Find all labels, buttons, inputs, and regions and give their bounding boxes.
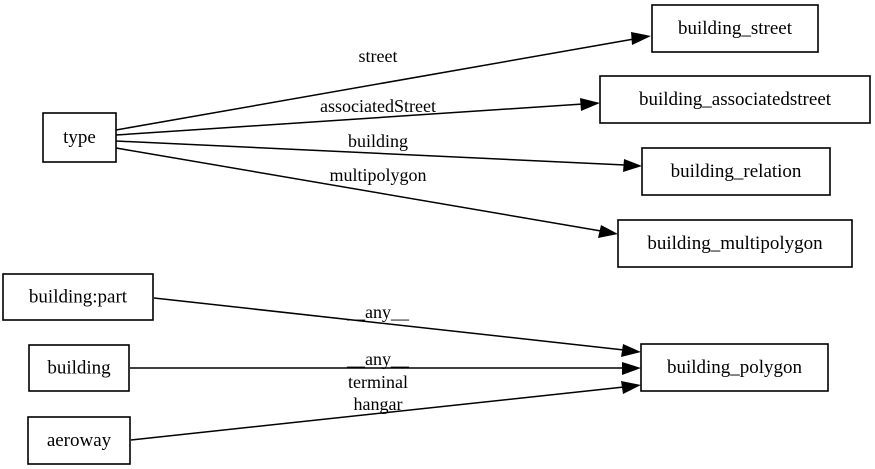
- edge-line: [153, 297, 625, 351]
- edge-line: [130, 386, 625, 441]
- edge-label-multipolygon: multipolygon: [329, 165, 426, 185]
- node-box: [641, 147, 831, 196]
- edge-label-any-building: __any__: [346, 349, 410, 369]
- node-label: building_relation: [671, 161, 802, 182]
- edge-building-building_polygon[interactable]: [130, 362, 641, 375]
- node-building_polygon[interactable]: building_polygon: [640, 343, 829, 392]
- edge-type-building_street[interactable]: [115, 32, 651, 131]
- edge-building_part-building_polygon[interactable]: [153, 297, 641, 357]
- node-label: building: [47, 357, 111, 378]
- edge-type-building_multipolygon[interactable]: [115, 147, 618, 238]
- arrow-head: [621, 381, 641, 394]
- node-box: [640, 343, 829, 392]
- node-building_multipolygon[interactable]: building_multipolygon: [617, 219, 853, 268]
- node-label: building:part: [29, 286, 128, 307]
- edge-label-any-part: __any__: [346, 302, 410, 322]
- arrow-head: [622, 362, 641, 375]
- edge-label-terminal: terminal: [348, 372, 408, 392]
- arrow-head: [580, 98, 600, 111]
- arrow-head: [623, 159, 642, 172]
- node-box: [28, 344, 130, 392]
- node-aeroway[interactable]: aeroway: [27, 416, 131, 465]
- edge-line: [115, 103, 584, 136]
- edges-layer: [115, 32, 651, 441]
- edge-type-building_relation[interactable]: [115, 140, 642, 172]
- arrow-head: [621, 344, 641, 357]
- node-label: building_polygon: [667, 357, 803, 378]
- edge-aeroway-building_polygon[interactable]: [130, 381, 641, 441]
- arrow-head: [631, 32, 651, 45]
- edge-type-building_associatedstreet[interactable]: [115, 98, 600, 136]
- nodes-layer: type building_street building_associated…: [2, 4, 871, 465]
- node-building_street[interactable]: building_street: [651, 4, 819, 53]
- node-building_relation[interactable]: building_relation: [641, 147, 831, 196]
- node-box: [651, 4, 819, 53]
- edge-line: [115, 147, 602, 232]
- node-building_associatedstreet[interactable]: building_associatedstreet: [599, 75, 871, 124]
- node-building_part[interactable]: building:part: [2, 273, 154, 321]
- node-label: type: [63, 127, 96, 148]
- node-box: [42, 112, 117, 163]
- node-building[interactable]: building: [28, 344, 130, 392]
- node-type[interactable]: type: [42, 112, 117, 163]
- node-label: building_multipolygon: [647, 233, 823, 254]
- node-box: [27, 416, 131, 465]
- node-label: building_associatedstreet: [639, 89, 832, 110]
- edge-label-hangar: hangar: [354, 394, 403, 414]
- edge-labels-layer: street associatedStreet building multipo…: [320, 46, 436, 414]
- edge-line: [115, 38, 635, 131]
- edge-line: [115, 140, 626, 166]
- edge-label-associatedstreet: associatedStreet: [320, 96, 436, 116]
- node-box: [617, 219, 853, 268]
- arrow-head: [598, 225, 618, 238]
- node-box: [599, 75, 871, 124]
- edge-label-street: street: [359, 46, 398, 66]
- edge-label-building: building: [348, 131, 408, 151]
- node-label: building_street: [678, 18, 793, 39]
- node-box: [2, 273, 154, 321]
- node-label: aeroway: [47, 430, 112, 451]
